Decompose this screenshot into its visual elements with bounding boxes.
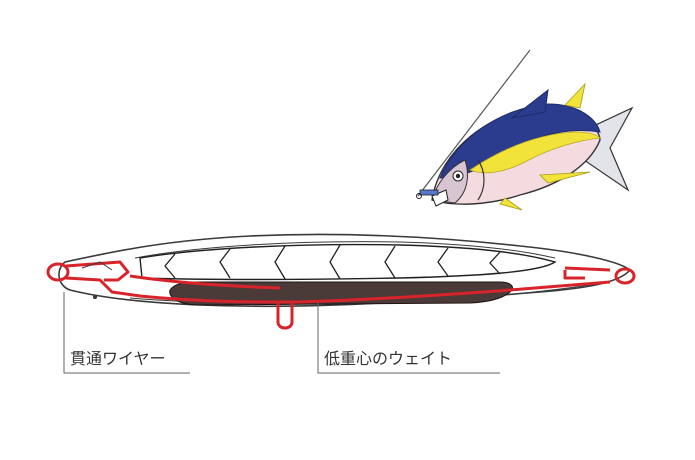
lure-internal-frame: [139, 243, 557, 281]
tuna-icon: [416, 82, 634, 211]
label-leaders: [63, 292, 500, 374]
lure-nose-details: [81, 261, 113, 300]
through-wire: [46, 260, 636, 330]
low-center-weight-label: 低重心のウェイト: [324, 349, 452, 368]
through-wire-label: 貫通ワイヤー: [70, 349, 166, 368]
tuna-leader-line: [417, 49, 531, 197]
